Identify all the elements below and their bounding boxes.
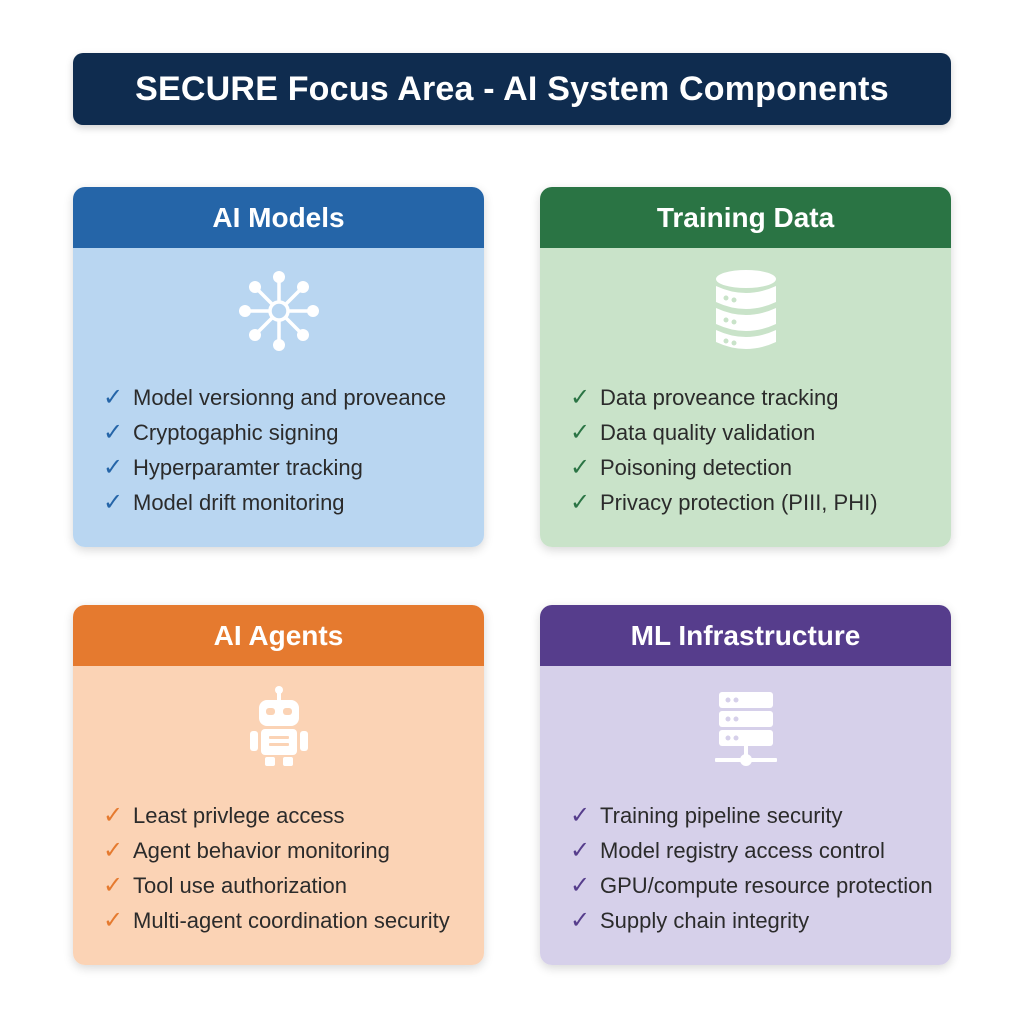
list-item: ✓ Poisoning detection [570,450,951,485]
list-item: ✓ Least privlege access [103,798,484,833]
list-item: ✓ GPU/compute resource protection [570,868,951,903]
feature-list: ✓ Model versionng and proveance ✓ Cryptoga… [103,380,484,520]
feature-list: ✓ Least privlege access ✓ Agent behavior m… [103,798,484,938]
card-body: ✓ Model versionng and proveance ✓ Cryptoga… [73,248,484,547]
list-item-label: Agent behavior monitoring [133,837,390,863]
feature-list: ✓ Training pipeline security ✓ Model regis… [570,798,951,938]
list-item: ✓ Agent behavior monitoring [103,833,484,868]
card-title: ML Infrastructure [630,619,861,651]
card-header: AI Agents [73,605,484,666]
card-header: AI Models [73,187,484,248]
card-title: Training Data [656,201,835,233]
list-item: ✓ Model versionng and proveance [103,380,484,415]
check-icon: ✓ [103,384,124,411]
check-icon: ✓ [570,907,591,934]
robot-icon [234,684,324,774]
list-item-label: GPU/compute resource protection [600,872,933,898]
server-network-icon [701,684,791,774]
check-icon: ✓ [103,489,124,516]
check-icon: ✓ [570,454,591,481]
check-icon: ✓ [570,872,591,899]
check-icon: ✓ [103,907,124,934]
list-item: ✓ Training pipeline security [570,798,951,833]
card-ml-infrastructure: ML Infrastructure [540,605,951,965]
check-icon: ✓ [570,489,591,516]
list-item-label: Multi-agent coordination security [133,907,450,933]
list-item-label: Model drift monitoring [133,489,345,515]
feature-list: ✓ Data proveance tracking ✓ Data quality v… [570,380,951,520]
check-icon: ✓ [570,419,591,446]
list-item-label: Least privlege access [133,802,345,828]
card-title: AI Agents [213,619,344,651]
card-ai-models: AI Models [73,187,484,547]
page-title-bar: SECURE Focus Area - AI System Components [73,53,951,125]
card-header: Training Data [540,187,951,248]
check-icon: ✓ [103,802,124,829]
list-item-label: Model registry access control [600,837,885,863]
list-item-label: Data quality validation [600,419,816,445]
list-item-label: Cryptogaphic signing [133,419,339,445]
card-header: ML Infrastructure [540,605,951,666]
list-item: ✓ Multi-agent coordination security [103,903,484,938]
card-training-data: Training Data [540,187,951,547]
list-item-label: Training pipeline security [600,802,843,828]
check-icon: ✓ [570,384,591,411]
check-icon: ✓ [103,419,124,446]
list-item: ✓ Data quality validation [570,415,951,450]
check-icon: ✓ [570,802,591,829]
list-item: ✓ Hyperparamter tracking [103,450,484,485]
check-icon: ✓ [103,454,124,481]
list-item: ✓ Privacy protection (PIII, PHI) [570,485,951,520]
list-item-label: Poisoning detection [600,454,793,480]
list-item-label: Data proveance tracking [600,384,839,410]
list-item: ✓ Model registry access control [570,833,951,868]
card-ai-agents: AI Agents [73,605,484,965]
list-item: ✓ Tool use authorization [103,868,484,903]
list-item: ✓ Model drift monitoring [103,485,484,520]
database-icon [701,266,791,356]
card-title: AI Models [212,201,345,233]
card-body: ✓ Least privlege access ✓ Agent behavior m… [73,666,484,965]
check-icon: ✓ [103,872,124,899]
list-item: ✓ Cryptogaphic signing [103,415,484,450]
check-icon: ✓ [570,837,591,864]
list-item: ✓ Supply chain integrity [570,903,951,938]
list-item-label: Model versionng and proveance [133,384,447,410]
list-item-label: Hyperparamter tracking [133,454,363,480]
card-body: ✓ Data proveance tracking ✓ Data quality v… [540,248,951,547]
list-item-label: Privacy protection (PIII, PHI) [600,489,878,515]
list-item: ✓ Data proveance tracking [570,380,951,415]
card-body: ✓ Training pipeline security ✓ Model regis… [540,666,951,965]
check-icon: ✓ [103,837,124,864]
list-item-label: Tool use authorization [133,872,348,898]
page-title: SECURE Focus Area - AI System Components [135,69,889,108]
list-item-label: Supply chain integrity [600,907,810,933]
neural-network-icon [234,266,324,356]
